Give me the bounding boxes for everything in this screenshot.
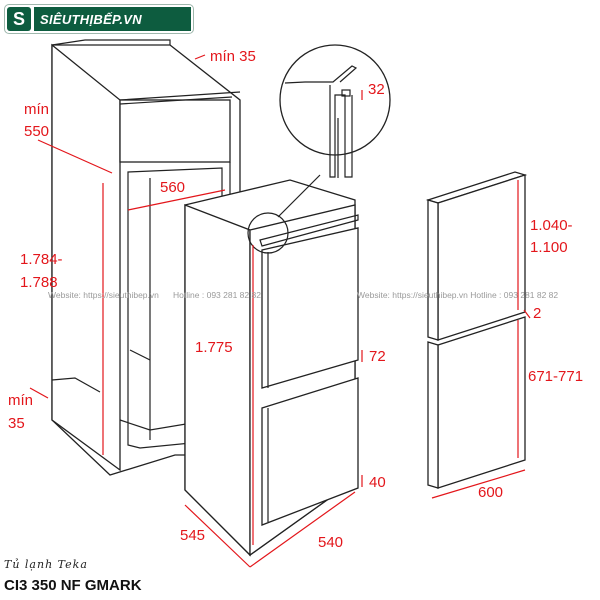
watermark-left: Website: https://sieuthibep.vn Hotline :… (48, 290, 261, 300)
dim-width-540: 540 (318, 534, 343, 551)
product-caption: Tủ lạnh Teka (4, 558, 88, 571)
dim-depth-550: 550 (24, 123, 49, 140)
dim-depth-545: 545 (180, 527, 205, 544)
dim-door-bottom: 671-771 (528, 368, 583, 385)
dim-width-560: 560 (160, 179, 185, 196)
dim-min35-top: mín 35 (210, 48, 256, 65)
dim-door-top-from: 1.040- (530, 217, 573, 234)
brand-logo[interactable]: S SIÊUTHỊBẾP.VN (4, 4, 194, 34)
dim-72: 72 (369, 348, 386, 365)
dim-40: 40 (369, 474, 386, 491)
logo-icon: S (7, 7, 31, 31)
dim-fridge-height: 1.775 (195, 339, 233, 356)
fridge-body (184, 174, 359, 557)
logo-text: SIÊUTHỊBẾP.VN (34, 7, 191, 31)
product-model: CI3 350 NF GMARK (4, 577, 142, 594)
dim-height-to: 1.788 (20, 274, 58, 291)
fridge-dimension-lines (184, 90, 363, 568)
dim-height-from: 1.784- (20, 251, 63, 268)
watermark-right: Website: https://sieuthibep.vn Hotline :… (357, 290, 558, 300)
dim-door-top-to: 1.100 (530, 239, 568, 256)
dim-32: 32 (368, 81, 385, 98)
dim-door-gap: 2 (533, 305, 541, 322)
dim-depth-min-label: mín (24, 101, 49, 118)
dim-min-bottom-label: mín (8, 392, 33, 409)
detail-magnifier (279, 44, 391, 178)
door-panel (425, 171, 531, 499)
dim-door-width: 600 (478, 484, 503, 501)
cabinet-dimension-lines (29, 54, 226, 455)
dim-35-bottom: 35 (8, 415, 25, 432)
